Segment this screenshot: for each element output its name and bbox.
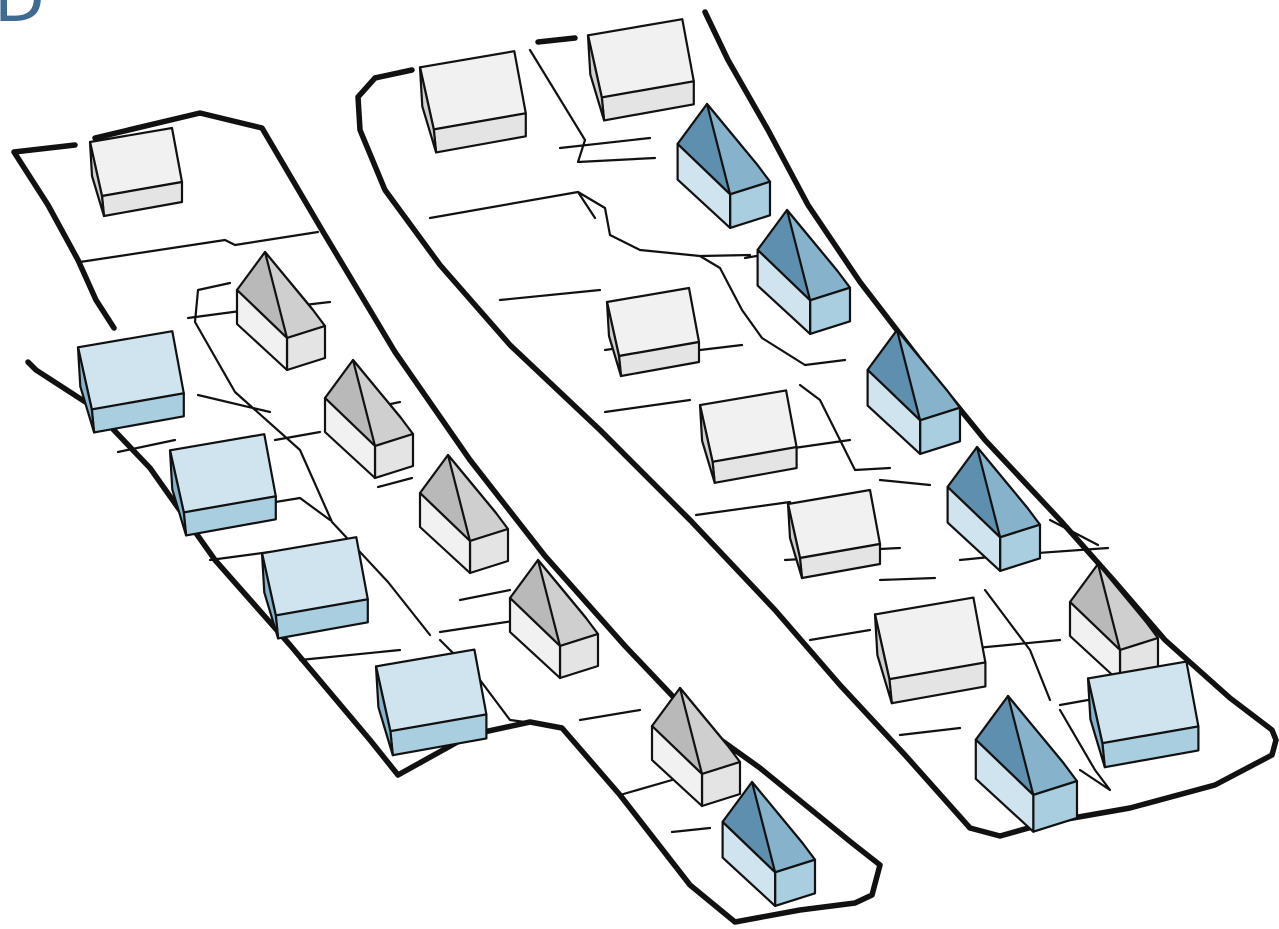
corner-letter: D: [0, 0, 45, 32]
house-side-wall: [374, 665, 394, 757]
house-side-wall: [605, 300, 623, 378]
right-house-6: [866, 328, 962, 455]
house-side-wall: [168, 449, 188, 537]
left-house-9: [374, 648, 488, 757]
right-house-5: [605, 286, 701, 378]
house-side-wall: [866, 368, 922, 455]
right-house-4: [756, 208, 852, 335]
house-side-wall: [721, 820, 777, 908]
left-house-11: [721, 780, 817, 908]
left-houses: [76, 126, 817, 908]
right-house-12: [974, 694, 1079, 833]
left-house-7: [260, 536, 369, 640]
left-house-6: [418, 453, 510, 575]
left-house-5: [168, 433, 277, 537]
right-house-11: [1068, 562, 1160, 684]
right-house-8: [946, 445, 1042, 573]
house-side-wall: [76, 346, 96, 434]
right-houses: [418, 18, 1200, 833]
right-house-1: [418, 50, 527, 154]
house-side-wall: [586, 34, 606, 122]
house-side-wall: [323, 396, 377, 480]
house-side-wall: [418, 491, 472, 575]
house-side-wall: [235, 288, 289, 372]
left-block: [11, 110, 883, 925]
house-side-wall: [676, 142, 732, 229]
left-house-2: [235, 250, 327, 372]
right-block: [355, 9, 1279, 839]
house-side-wall: [756, 248, 812, 335]
left-block-boundary: [11, 110, 883, 925]
left-house-10: [650, 686, 742, 808]
right-house-2: [586, 18, 695, 122]
house-side-wall: [946, 485, 1002, 573]
left-house-4: [323, 358, 415, 480]
house-side-wall: [650, 724, 704, 808]
house-side-wall: [873, 613, 893, 705]
house-side-wall: [418, 66, 438, 154]
right-house-3: [676, 102, 772, 229]
right-house-9: [786, 488, 882, 580]
left-house-3: [76, 330, 185, 434]
house-side-wall: [508, 596, 562, 680]
house-side-wall: [1086, 677, 1106, 769]
house-side-wall: [88, 140, 106, 218]
right-house-10: [873, 596, 987, 705]
left-house-1: [88, 126, 184, 218]
house-side-wall: [698, 404, 716, 484]
right-house-13: [1086, 660, 1200, 769]
house-side-wall: [974, 738, 1035, 833]
right-house-7: [698, 389, 798, 484]
house-side-wall: [786, 502, 804, 580]
left-house-8: [508, 558, 600, 680]
house-side-wall: [260, 552, 280, 640]
